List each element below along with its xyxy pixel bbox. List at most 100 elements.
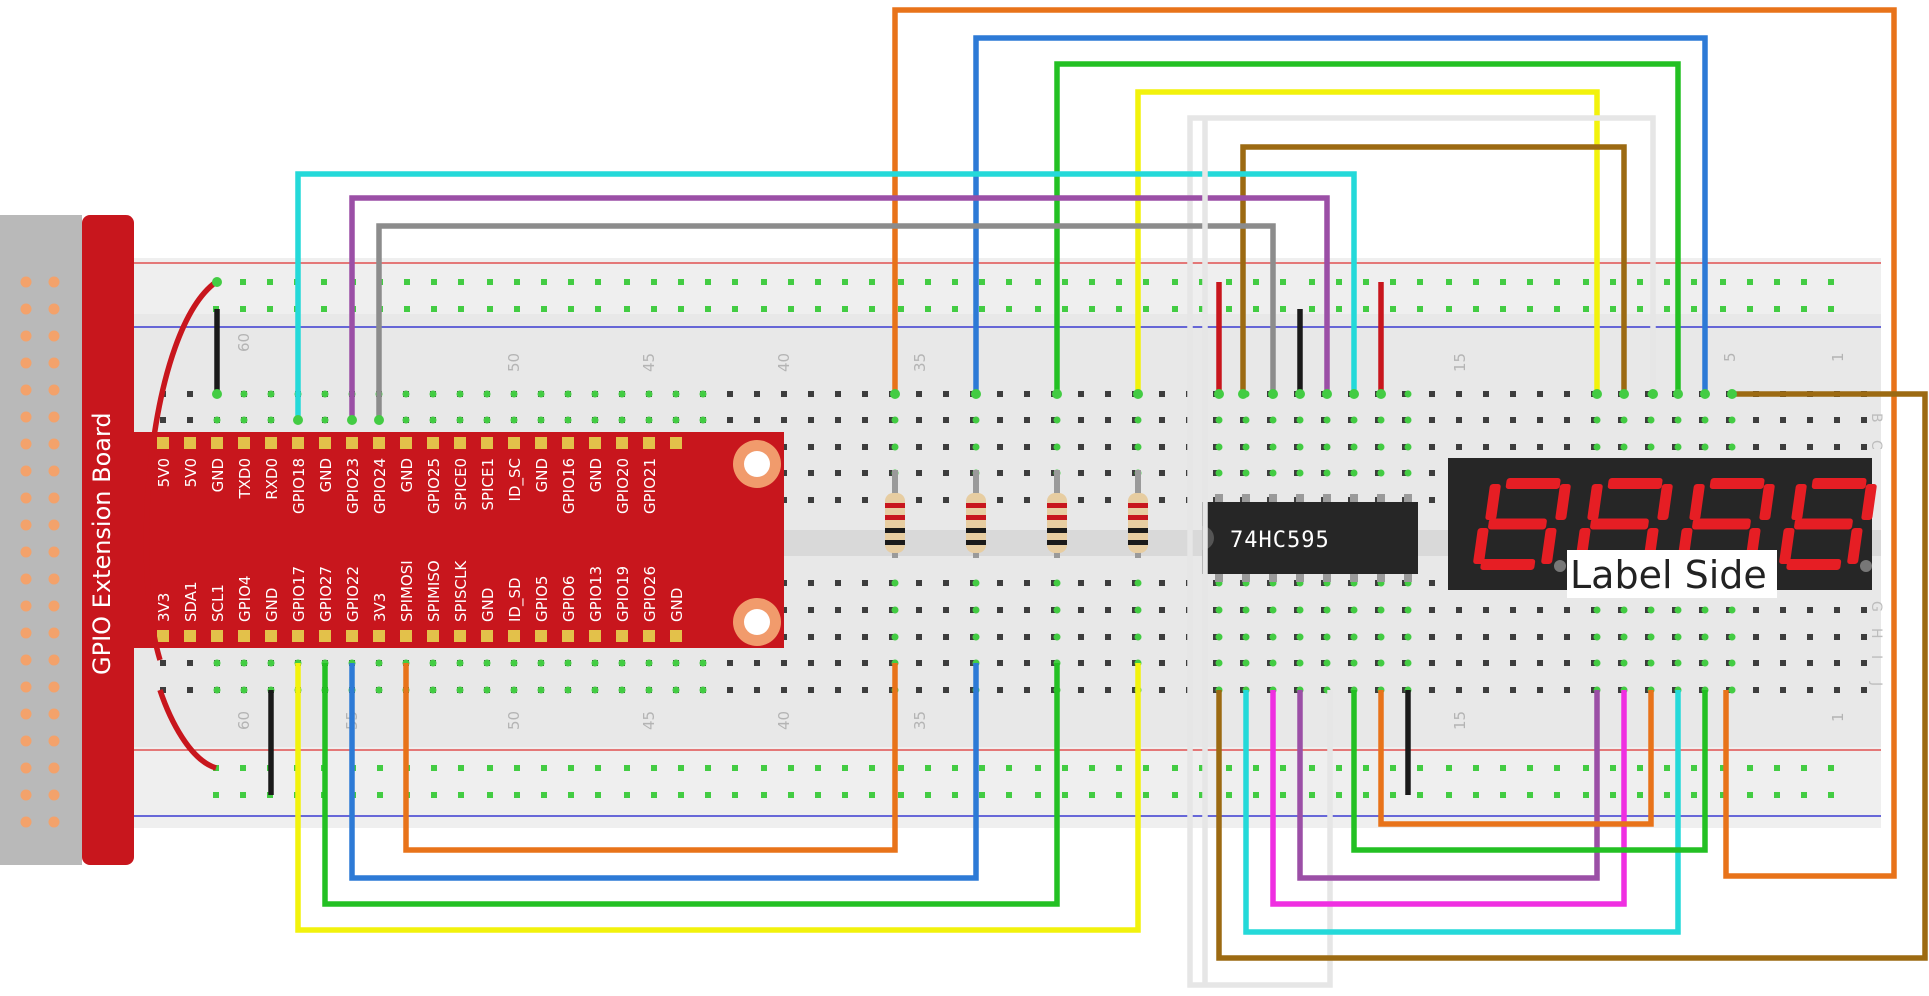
bottom-pin-label: GPIO5 (533, 576, 551, 622)
resistor-band (885, 515, 905, 520)
header-pin-bottom (319, 630, 331, 642)
rail-hole (1637, 765, 1643, 771)
ribbon-pin (48, 519, 60, 531)
breadboard-hole (1429, 497, 1435, 503)
rail-hole (925, 279, 931, 285)
top-pin-label: GND (398, 458, 416, 492)
rail-hole (1610, 765, 1616, 771)
connected-hole (618, 416, 626, 424)
breadboard-hole (997, 444, 1003, 450)
breadboard-hole (808, 391, 814, 397)
connected-hole (213, 416, 221, 424)
shift-register-chip: 74HC595 (1202, 494, 1418, 582)
rail-hole (568, 279, 574, 285)
ribbon-pin (20, 735, 32, 747)
connected-hole (645, 416, 653, 424)
display-label-bg (1567, 550, 1777, 598)
display-label: Label Side (1570, 553, 1767, 597)
breadboard-hole (1807, 444, 1813, 450)
ribbon-pin (48, 627, 60, 639)
connected-hole (267, 416, 275, 424)
header-pin-bottom (184, 630, 196, 642)
breadboard-hole (1510, 391, 1516, 397)
breadboard-hole (835, 417, 841, 423)
connected-hole (1728, 686, 1736, 694)
wire-end-hole (212, 389, 222, 399)
connected-hole (1377, 606, 1385, 614)
breadboard-hole (835, 580, 841, 586)
connected-hole (1350, 659, 1358, 667)
jumper-wires (143, 7, 1928, 988)
header-pin-bottom (616, 630, 628, 642)
ribbon-pin (20, 519, 32, 531)
breadboard-hole (862, 444, 868, 450)
breadboard-hole (754, 687, 760, 693)
breadboard-hole (862, 687, 868, 693)
rail-hole (1390, 279, 1396, 285)
connected-hole (537, 416, 545, 424)
rail-hole (1637, 279, 1643, 285)
connected-hole (972, 443, 980, 451)
breadboard-hole (943, 580, 949, 586)
rail-hole (321, 279, 327, 285)
top-pin-label: GPIO21 (641, 458, 659, 514)
chip-pin-bottom (1215, 572, 1223, 582)
connected-hole (1728, 633, 1736, 641)
connected-hole (429, 416, 437, 424)
connected-hole (1296, 443, 1304, 451)
breadboard-hole (835, 607, 841, 613)
connected-hole (891, 633, 899, 641)
connected-hole (645, 686, 653, 694)
rail-hole (1446, 792, 1452, 798)
wire-end-hole (890, 389, 900, 399)
breadboard-hole (1753, 660, 1759, 666)
display-decimal-point (1554, 560, 1566, 572)
bottom-pin-label: GPIO4 (236, 576, 254, 622)
chip-pins (1215, 494, 1412, 582)
display-segment (1473, 528, 1489, 564)
rail-hole (952, 279, 958, 285)
breadboard-hole (808, 634, 814, 640)
resistor-band (1128, 503, 1148, 508)
display-segment (1689, 484, 1705, 520)
breadboard-hole (916, 417, 922, 423)
rail-hole (1062, 792, 1068, 798)
connected-hole (1674, 606, 1682, 614)
wire-brown-top (1240, 144, 1627, 394)
chip-pin-top (1377, 494, 1385, 504)
ribbon-pin (48, 411, 60, 423)
connected-hole (1296, 633, 1304, 641)
rail-hole (404, 306, 410, 312)
display-segment (1505, 478, 1561, 489)
breadboard-hole (862, 497, 868, 503)
breadboard-hole (1159, 634, 1165, 640)
ribbon-pin (48, 330, 60, 342)
rail-hole (979, 306, 985, 312)
breadboard-hole (1807, 687, 1813, 693)
connected-hole (1215, 443, 1223, 451)
rail-hole (1390, 792, 1396, 798)
connected-hole (1053, 633, 1061, 641)
connected-hole (1647, 659, 1655, 667)
breadboard-hole (1780, 417, 1786, 423)
display-segment (1657, 484, 1673, 520)
rail-hole (1417, 306, 1423, 312)
breadboard-hole (1510, 417, 1516, 423)
connected-hole (1647, 633, 1655, 641)
rail-hole (1554, 279, 1560, 285)
rail-hole (431, 279, 437, 285)
rail-hole (898, 792, 904, 798)
rail-hole (1035, 765, 1041, 771)
wire-end-hole (347, 415, 357, 425)
connected-hole (375, 659, 383, 667)
breadboard-hole (1078, 580, 1084, 586)
rail-hole (541, 306, 547, 312)
connected-hole (564, 686, 572, 694)
col-num-bottom-2: 50 (505, 711, 523, 730)
resistor-band (885, 503, 905, 508)
breadboard-hole (1078, 634, 1084, 640)
ribbon-pin (20, 600, 32, 612)
wire-end-holes (212, 277, 1737, 425)
rail-hole (1309, 765, 1315, 771)
